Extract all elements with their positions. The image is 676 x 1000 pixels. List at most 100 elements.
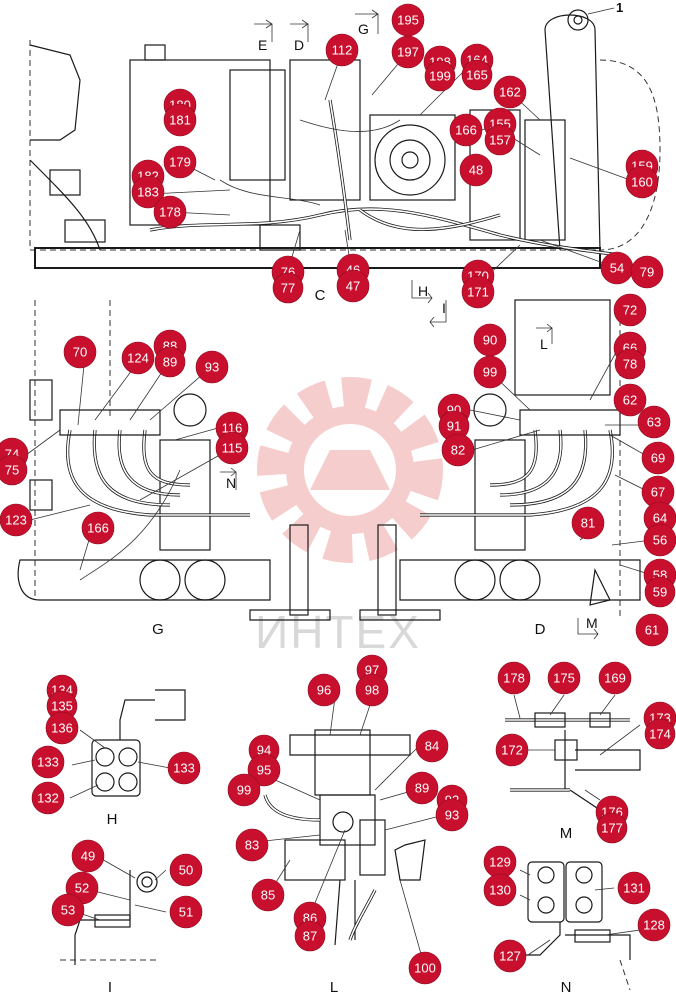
svg-text:97: 97 [365,663,379,678]
balloon-157: 157 [484,124,516,156]
svg-text:124: 124 [127,351,149,366]
svg-text:133: 133 [37,755,59,770]
balloon-98: 98 [355,673,389,707]
balloon-49: 49 [71,839,105,873]
svg-text:51: 51 [179,905,193,920]
svg-text:67: 67 [651,485,665,500]
balloon-47: 47 [336,269,370,303]
view-arrow-l: L [536,323,553,352]
balloon-127: 127 [493,939,527,973]
svg-text:132: 132 [37,791,59,806]
svg-text:199: 199 [429,69,451,84]
balloon-132: 132 [31,781,65,815]
svg-text:H: H [418,283,428,299]
svg-text:172: 172 [501,743,523,758]
balloon-112: 112 [325,33,359,67]
svg-text:135: 135 [51,699,73,714]
balloon-181: 181 [163,103,197,137]
part-balloons: 195 112 197 198 199 164 165 162 180 181 … [0,3,676,985]
balloon-100: 100 [408,951,442,985]
balloon-124: 124 [121,341,155,375]
view-d-drawing [359,299,641,621]
svg-text:70: 70 [73,345,87,360]
svg-text:91: 91 [447,419,461,434]
balloon-89-l: 89 [405,771,439,805]
svg-text:157: 157 [489,133,511,148]
svg-text:94: 94 [257,743,271,758]
balloon-79: 79 [630,255,664,289]
view-label-c: C [315,287,326,304]
svg-text:89: 89 [415,781,429,796]
balloon-81: 81 [571,506,605,540]
svg-text:181: 181 [169,113,191,128]
view-label-l: L [330,979,338,996]
balloon-178-m: 178 [497,661,531,695]
view-label-d: D [535,621,546,638]
balloon-197: 197 [391,35,425,69]
svg-text:D: D [294,37,304,53]
svg-text:90: 90 [483,333,497,348]
svg-text:63: 63 [647,415,661,430]
view-label-m: M [560,825,573,842]
svg-text:174: 174 [649,727,671,742]
balloon-183: 183 [131,175,165,209]
svg-text:178: 178 [159,205,181,220]
balloon-99-d: 99 [473,355,507,389]
balloon-160: 160 [625,165,659,199]
svg-text:178: 178 [503,671,525,686]
balloon-177: 177 [596,812,628,844]
view-label-i: I [108,979,112,996]
svg-text:165: 165 [466,68,488,83]
view-arrow-m: M [577,615,599,640]
balloon-131: 131 [617,871,651,905]
svg-text:93: 93 [445,808,459,823]
svg-text:171: 171 [467,285,489,300]
balloon-133-left: 133 [31,745,65,779]
balloon-162: 162 [493,75,527,109]
balloon-53: 53 [51,893,85,927]
balloon-91: 91 [438,410,470,442]
svg-text:99: 99 [237,783,251,798]
svg-text:127: 127 [499,949,521,964]
balloon-84: 84 [415,729,449,763]
svg-text:52: 52 [75,881,89,896]
svg-text:115: 115 [222,441,243,456]
balloon-93-l: 93 [435,798,469,832]
balloon-95: 95 [247,753,281,787]
balloon-82: 82 [441,433,475,467]
svg-text:136: 136 [51,721,73,736]
view-g-drawing [17,300,331,621]
svg-text:82: 82 [451,443,465,458]
svg-text:166: 166 [455,123,477,138]
balloon-54: 54 [600,251,634,285]
detail-m-drawing [505,712,641,811]
balloon-93-g: 93 [195,350,229,384]
svg-text:47: 47 [346,279,360,294]
svg-text:96: 96 [317,683,331,698]
view-arrow-e: E [254,19,273,53]
svg-text:72: 72 [623,303,637,318]
view-arrow-h: H [411,280,433,304]
balloon-90-d-top: 90 [473,323,507,357]
balloon-70: 70 [63,335,97,369]
balloon-62: 62 [613,383,647,417]
balloon-166-top: 166 [449,113,483,147]
svg-text:84: 84 [425,739,439,754]
svg-text:175: 175 [553,671,575,686]
balloon-50: 50 [169,853,203,887]
svg-text:62: 62 [623,393,637,408]
svg-text:G: G [358,21,369,37]
svg-text:99: 99 [483,365,497,380]
balloon-166-g: 166 [81,511,115,545]
balloon-195: 195 [391,3,425,37]
view-label-n: N [561,979,572,996]
callout-1-label: 1 [616,0,623,15]
svg-text:177: 177 [601,821,623,836]
balloon-172: 172 [495,733,529,767]
svg-text:89: 89 [163,355,177,370]
svg-text:112: 112 [332,43,353,58]
balloon-115: 115 [215,431,249,465]
svg-text:N: N [226,475,236,491]
callout-1-leader [587,7,615,15]
svg-text:50: 50 [179,863,193,878]
